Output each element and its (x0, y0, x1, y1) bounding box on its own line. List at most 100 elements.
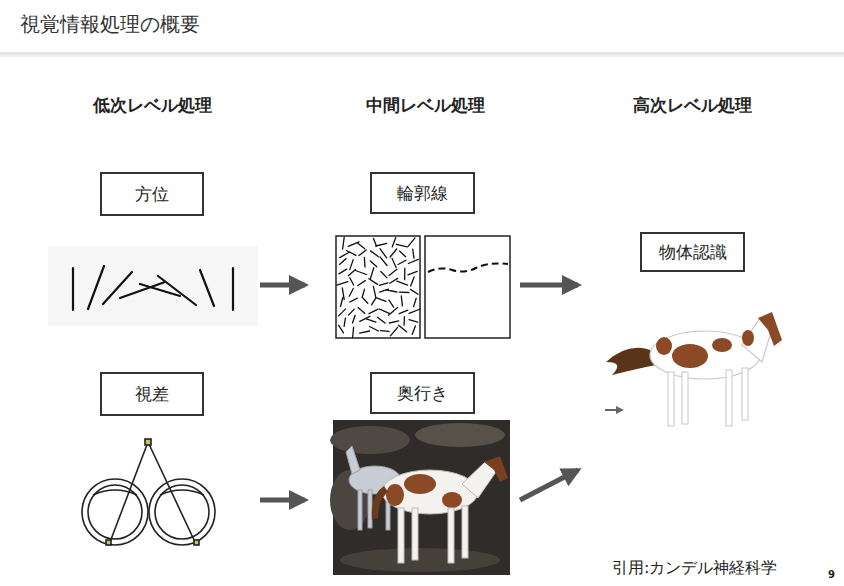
texture-line (366, 319, 376, 322)
horse-head (758, 312, 782, 346)
contour-line (428, 264, 508, 273)
texture-line (370, 268, 373, 279)
texture-line (392, 238, 396, 247)
texture-line (389, 269, 397, 275)
texture-line (401, 296, 402, 306)
texture-line (350, 260, 353, 270)
texture-line (414, 298, 417, 306)
label-box: 輪郭線 (370, 172, 475, 214)
texture-line (397, 281, 408, 285)
page-title: 視覚情報処理の概要 (20, 11, 200, 38)
texture-line (353, 315, 356, 323)
page-number: 9 (828, 569, 835, 580)
texture-line (340, 259, 347, 265)
texture-line (413, 249, 414, 258)
horse-tail (606, 348, 656, 375)
texture-line (380, 257, 387, 266)
texture-line (358, 308, 365, 314)
orientation-bar (140, 284, 180, 296)
texture-line (396, 244, 407, 246)
texture-line (349, 309, 355, 315)
texture-line (409, 320, 418, 323)
pointer-arrow (616, 406, 624, 414)
texture-line (399, 310, 408, 314)
texture-line (369, 309, 378, 314)
column-heading: 低次レベル処理 (93, 94, 212, 117)
texture-lines (337, 237, 420, 337)
horse-leg (358, 490, 362, 530)
texture-line (379, 283, 388, 286)
texture-line (369, 279, 378, 285)
stage-panel: 視差 (48, 368, 260, 558)
horse-leg (448, 508, 454, 563)
rock (330, 426, 410, 454)
flow-arrow (520, 283, 578, 288)
texture-line (370, 261, 377, 267)
texture-line (381, 272, 387, 278)
stage-label: 方位 (135, 183, 169, 206)
texture-line (399, 325, 407, 332)
stage-label: 視差 (135, 383, 169, 406)
texture-line (339, 309, 346, 316)
horse-head (484, 456, 508, 482)
texture-line (344, 318, 345, 326)
eye-outer (149, 479, 215, 545)
texture-line (346, 251, 356, 256)
texture-line (350, 278, 354, 285)
texture-line (398, 260, 406, 264)
horse-tail (372, 486, 388, 520)
stage-panel: 方位 (48, 168, 260, 330)
stage-label: 奥行き (397, 382, 448, 405)
texture-line (350, 298, 358, 302)
texture-line (390, 327, 397, 336)
orientation-bar (72, 268, 74, 310)
horse-leg (682, 372, 688, 424)
orientation-bar (158, 276, 196, 305)
stage-label: 輪郭線 (397, 182, 448, 205)
figure-ground (48, 246, 258, 326)
orientation-bar (200, 270, 214, 306)
texture-line (348, 270, 355, 276)
texture-line (337, 282, 348, 286)
orientation-bar (103, 272, 132, 304)
horse-patch (404, 474, 436, 494)
texture-line (373, 286, 375, 297)
texture-line (353, 327, 354, 337)
texture-line (411, 277, 414, 286)
retina-point (194, 540, 199, 545)
texture-line (408, 259, 418, 263)
eye-outer (82, 479, 148, 545)
texture-line (390, 321, 399, 323)
header-rule (0, 52, 844, 55)
eyes-figure (82, 439, 215, 545)
sight-line (110, 442, 148, 542)
stage-panel: 物体認識 (578, 228, 810, 478)
horse-leg (668, 372, 674, 426)
stage-label: 物体認識 (659, 241, 727, 264)
texture-line (399, 291, 409, 293)
texture-line (348, 242, 359, 247)
texture-line (389, 300, 394, 307)
horse-patch (742, 330, 754, 346)
column-heading: 高次レベル処理 (633, 94, 752, 117)
label-box: 視差 (100, 372, 204, 416)
texture-line (370, 327, 379, 332)
horse-leg (742, 368, 748, 420)
texture-line (377, 298, 386, 302)
horse-leg (368, 490, 372, 528)
retina-point (106, 540, 111, 545)
texture-line (362, 289, 364, 297)
texture-line (411, 289, 419, 294)
texture-line (380, 249, 387, 258)
texture-line (400, 251, 406, 257)
flow-arrow (260, 498, 305, 503)
texture-line (372, 298, 376, 305)
eye-inner (155, 485, 209, 539)
texture-line (355, 271, 366, 275)
citation: 引用:カンデル神経科学 (612, 558, 777, 579)
texture-line (380, 330, 389, 332)
stage-panel: 奥行き (305, 368, 520, 578)
texture-line (404, 268, 405, 280)
eye-lens (93, 490, 137, 495)
